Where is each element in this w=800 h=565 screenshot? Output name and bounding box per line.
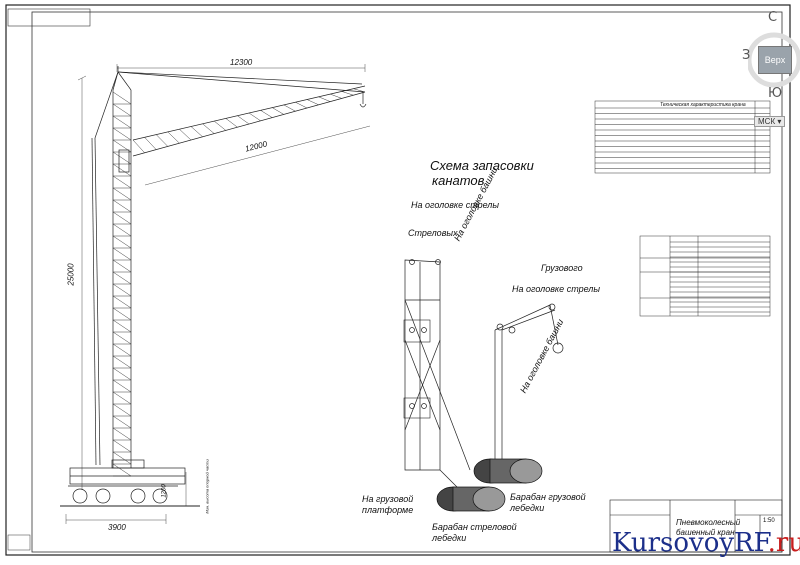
tower-crane-elevation: [60, 64, 371, 524]
dim-base-height: 1200: [161, 484, 168, 498]
watermark-domain: .ru: [767, 528, 800, 558]
tech-characteristics-table: [594, 100, 771, 174]
schema-title-2: канатов: [432, 173, 485, 188]
compass-west[interactable]: З: [742, 48, 751, 63]
title-block-name: Пневмоколесный башенный кран: [676, 518, 741, 537]
compass-south[interactable]: Ю: [768, 86, 783, 101]
dim-base-note: Мин. высота опорной части: [204, 459, 210, 514]
dim-base-width: 3900: [108, 523, 126, 532]
ucs-menu[interactable]: МСК ▾: [754, 116, 786, 127]
dim-length: 12300: [230, 58, 253, 67]
schema-title: Схема запасовки: [430, 158, 534, 173]
compass-north[interactable]: С: [768, 10, 778, 25]
side-stamp-box: [7, 534, 31, 551]
sheet-border: [5, 4, 791, 556]
label-cargo-group: Грузового: [541, 263, 583, 273]
top-stamp-box: [7, 8, 91, 27]
label-cargo-platform: На грузовой платформе: [362, 494, 414, 515]
watermark: KursovoyRF.ru: [612, 528, 800, 558]
label-boom-head-2: На оголовке стрелы: [512, 284, 600, 294]
viewcube[interactable]: С З Ю Верх МСК ▾: [742, 8, 800, 148]
rope-reeving-schema: [403, 259, 564, 512]
tech-table-title: Техническая характеристика крана: [660, 102, 746, 108]
title-block: [609, 499, 783, 553]
viewcube-ring: [748, 32, 800, 88]
dim-height: 25000: [66, 263, 76, 286]
viewcube-top-face[interactable]: Верх: [758, 46, 792, 74]
label-jib-drum: Барабан стреловой лебедки: [432, 522, 517, 543]
title-block-scale: 1:50: [763, 518, 775, 524]
label-jib-group: Стреловых: [408, 228, 458, 238]
drawing-frame: [31, 11, 783, 553]
watermark-main: KursovoyRF: [612, 528, 768, 558]
mechanisms-table: [639, 235, 771, 317]
label-boom-head-1: На оголовке стрелы: [411, 200, 499, 210]
label-cargo-drum: Барабан грузовой лебедки: [510, 492, 586, 513]
